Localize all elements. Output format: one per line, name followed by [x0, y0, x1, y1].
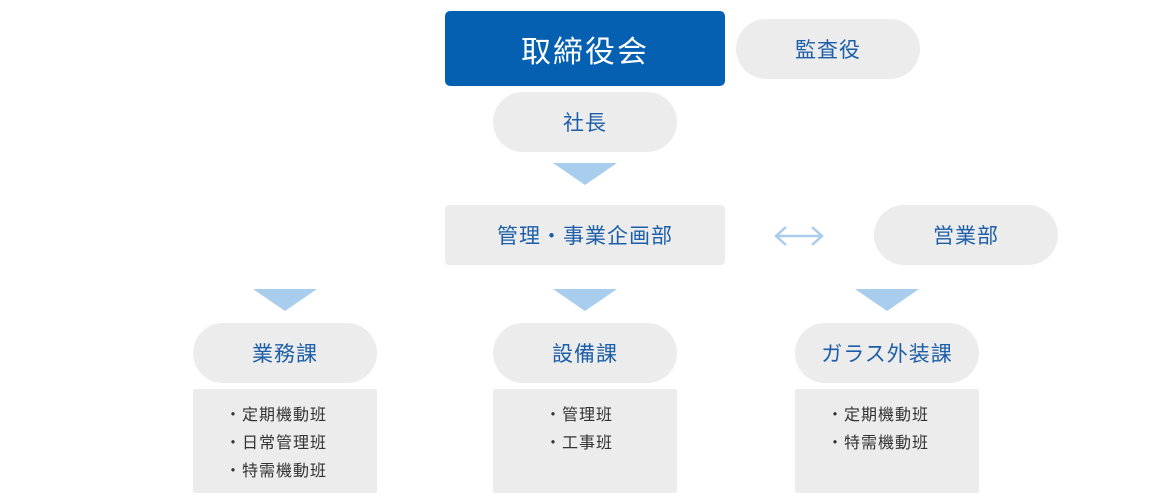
list-item: ・定期機動班	[827, 405, 930, 424]
board-of-directors-node: 取締役会	[445, 11, 725, 86]
list-item: ・日常管理班	[225, 433, 328, 452]
list-item: ・特需機動班	[827, 433, 930, 452]
section-node-facilities: 設備課	[493, 323, 677, 383]
sales-dept-node: 営業部	[874, 205, 1058, 265]
president-label: 社長	[563, 111, 607, 135]
section-label: 設備課	[552, 342, 618, 366]
sales-dept-label: 営業部	[933, 224, 999, 248]
admin-dept-node: 管理・事業企画部	[445, 205, 725, 265]
president-node: 社長	[493, 92, 677, 152]
board-label: 取締役会	[521, 34, 649, 70]
section-list-glass-exterior: ・定期機動班 ・特需機動班	[795, 389, 979, 493]
admin-dept-label: 管理・事業企画部	[497, 224, 673, 248]
section-list-operations: ・定期機動班 ・日常管理班 ・特需機動班	[193, 389, 377, 493]
section-list-facilities: ・管理班 ・工事班	[493, 389, 677, 493]
list-item: ・特需機動班	[225, 461, 328, 480]
auditor-node: 監査役	[736, 19, 920, 79]
section-label: ガラス外装課	[821, 342, 953, 366]
list-item: ・管理班	[545, 405, 614, 424]
down-arrow-section-3	[855, 289, 919, 311]
section-node-operations: 業務課	[193, 323, 377, 383]
list-item: ・定期機動班	[225, 405, 328, 424]
down-arrow-section-1	[253, 289, 317, 311]
down-arrow-president	[553, 163, 617, 185]
list-item: ・工事班	[545, 433, 614, 452]
auditor-label: 監査役	[795, 38, 861, 62]
bidirectional-arrow-icon	[774, 226, 824, 246]
section-node-glass-exterior: ガラス外装課	[795, 323, 979, 383]
section-label: 業務課	[252, 342, 318, 366]
down-arrow-section-2	[553, 289, 617, 311]
